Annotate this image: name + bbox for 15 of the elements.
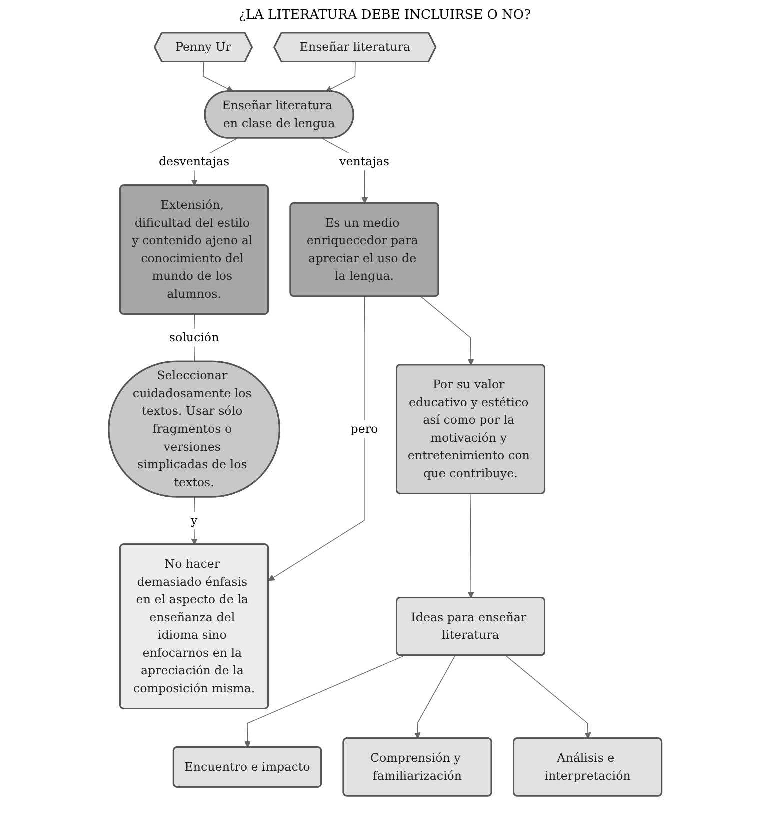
edge-label: y (190, 513, 198, 528)
arrow (325, 62, 356, 92)
edge-label: solución (169, 330, 219, 345)
arrow (420, 296, 474, 366)
arrow (467, 494, 474, 598)
arrow (268, 296, 365, 582)
edge-label: pero (350, 422, 378, 436)
arrow (505, 655, 591, 739)
arrow (202, 62, 234, 92)
diagram-title: ¿LA LITERATURA DEBE INCLUIRSE O NO? (238, 8, 532, 23)
edge-label: ventajas (339, 154, 390, 168)
arrow (414, 655, 456, 739)
arrow (244, 655, 405, 748)
edge-label: desventajas (158, 154, 230, 168)
arrow (190, 497, 198, 546)
